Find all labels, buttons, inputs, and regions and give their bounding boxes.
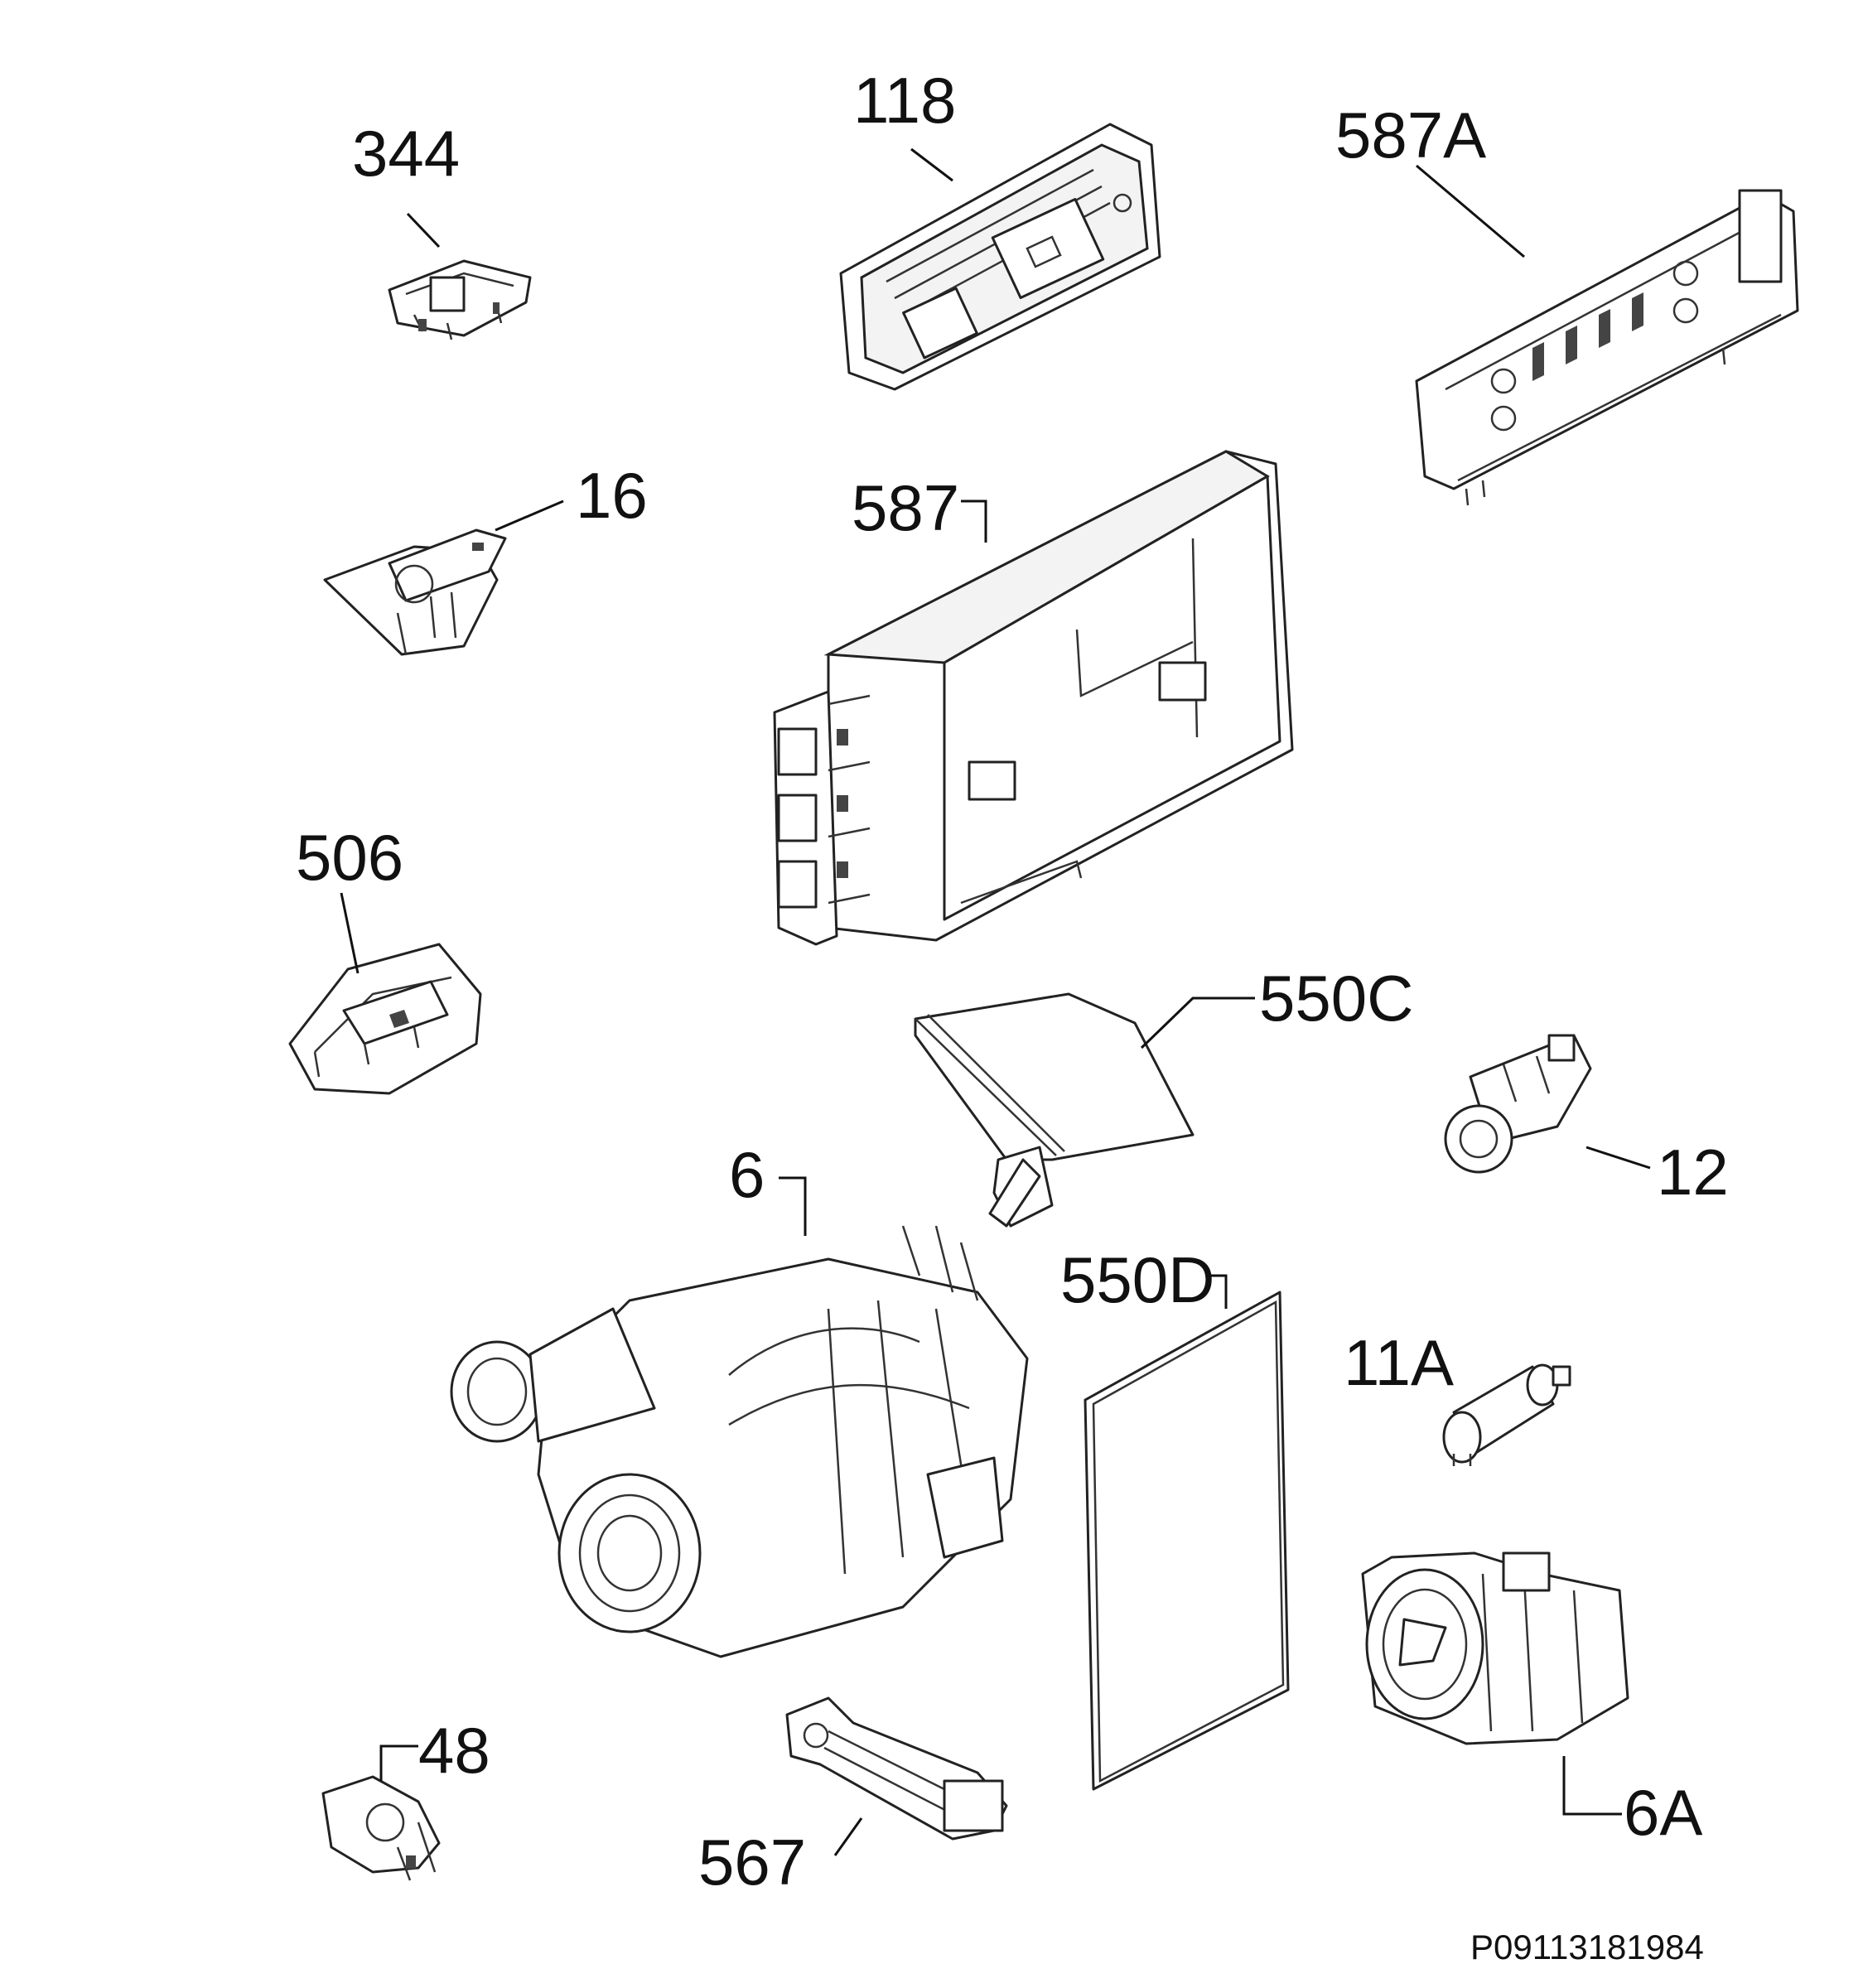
label-344: 344 bbox=[352, 117, 460, 190]
leader-118 bbox=[910, 147, 953, 182]
label-550C: 550C bbox=[1259, 962, 1413, 1035]
label-118: 118 bbox=[853, 64, 956, 137]
leader-16 bbox=[495, 499, 564, 532]
part-587[interactable] bbox=[773, 450, 1294, 946]
label-12: 12 bbox=[1657, 1136, 1729, 1209]
leader-587 bbox=[961, 499, 987, 543]
leader-6A bbox=[1562, 1756, 1622, 1816]
drawing-code: P09113181984 bbox=[1470, 1928, 1704, 1966]
leader-344 bbox=[406, 212, 441, 248]
part-16[interactable] bbox=[323, 528, 507, 656]
leader-48 bbox=[379, 1744, 418, 1781]
part-550D[interactable] bbox=[1084, 1291, 1290, 1791]
label-16: 16 bbox=[576, 459, 648, 532]
label-587A: 587A bbox=[1335, 99, 1486, 171]
label-506: 506 bbox=[296, 821, 403, 894]
leader-506 bbox=[340, 892, 360, 974]
leader-6 bbox=[779, 1176, 807, 1236]
label-11A: 11A bbox=[1344, 1326, 1454, 1399]
part-11A[interactable] bbox=[1442, 1363, 1571, 1466]
leader-550D bbox=[1205, 1274, 1228, 1309]
leader-550C bbox=[1140, 996, 1255, 1049]
label-567: 567 bbox=[698, 1826, 806, 1899]
label-587: 587 bbox=[852, 471, 959, 544]
part-567[interactable] bbox=[785, 1696, 1008, 1841]
part-12[interactable] bbox=[1444, 1034, 1592, 1174]
leader-587A bbox=[1416, 164, 1525, 258]
part-344[interactable] bbox=[388, 259, 532, 340]
part-6A[interactable] bbox=[1361, 1551, 1629, 1745]
part-118[interactable] bbox=[839, 123, 1161, 391]
label-6A: 6A bbox=[1624, 1776, 1702, 1849]
part-587A[interactable] bbox=[1415, 189, 1799, 506]
label-6: 6 bbox=[729, 1138, 765, 1211]
part-6[interactable] bbox=[450, 1225, 1029, 1658]
leader-12 bbox=[1585, 1146, 1651, 1170]
part-550C[interactable] bbox=[914, 992, 1195, 1228]
part-48[interactable] bbox=[321, 1775, 441, 1881]
part-506[interactable] bbox=[288, 943, 482, 1095]
label-550D: 550D bbox=[1060, 1243, 1214, 1316]
label-48: 48 bbox=[418, 1714, 490, 1787]
leader-567 bbox=[833, 1817, 863, 1856]
